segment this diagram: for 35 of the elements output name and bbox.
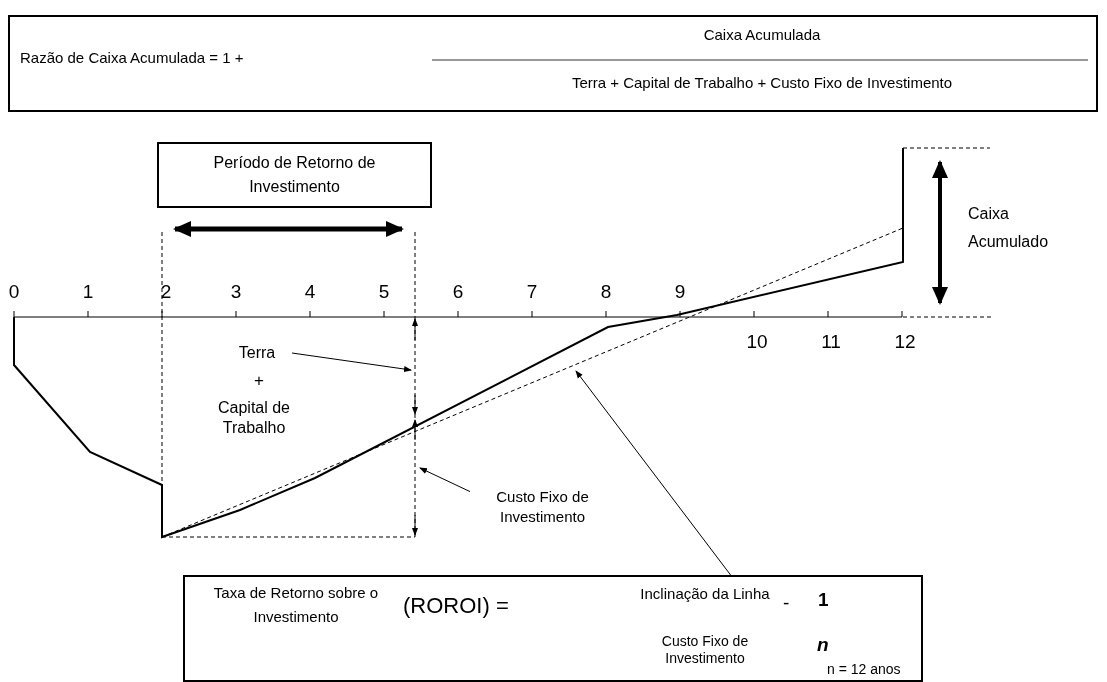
numerator-text: Inclinação da Linha (639, 583, 771, 604)
tick-label: 4 (303, 282, 317, 301)
tick-label: 3 (229, 282, 243, 301)
tick-label: 0 (7, 282, 21, 301)
formula-text: (ROROI) = (403, 592, 509, 620)
leader-line (419, 467, 471, 493)
denominator-text: n (817, 635, 829, 654)
tick-label: 9 (673, 282, 687, 301)
tick-label: 11 (820, 332, 842, 351)
period-label-box: Período de Retorno de Investimento (157, 142, 432, 208)
tick-label: 12 (893, 332, 917, 351)
denominator-text: Terra + Capital de Trabalho + Custo Fixo de Investimento (570, 73, 954, 93)
caption-text: Caixa Acumulado (968, 200, 1088, 256)
formula-text: Razão de Caixa Acumulada = 1 + (20, 48, 244, 68)
numerator-text: 1 (818, 590, 829, 609)
caption-text: Terra (222, 340, 292, 366)
minus-sign: - (783, 593, 790, 612)
formula-text: Taxa de Retorno sobre o Investimento (212, 583, 380, 627)
plus-sign: + (254, 372, 264, 389)
caption-text: Custo Fixo de Investimento (470, 487, 615, 533)
denominator-text: Custo Fixo de Investimento (660, 633, 750, 667)
tick-label: 1 (81, 282, 95, 301)
tick-label: 2 (159, 282, 173, 301)
note-text: n = 12 anos (827, 660, 901, 679)
leader-line (291, 352, 412, 372)
tick-label: 7 (525, 282, 539, 301)
formula-box (8, 15, 1098, 112)
numerator-text: Caixa Acumulada (702, 25, 822, 45)
tick-label: 10 (745, 332, 769, 351)
formula-box (183, 575, 923, 682)
tick-label: 8 (599, 282, 613, 301)
leader-line (575, 370, 732, 576)
tick-label: 6 (451, 282, 465, 301)
tick-label: 5 (377, 282, 391, 301)
caption-text: Capital de Trabalho (216, 398, 291, 438)
